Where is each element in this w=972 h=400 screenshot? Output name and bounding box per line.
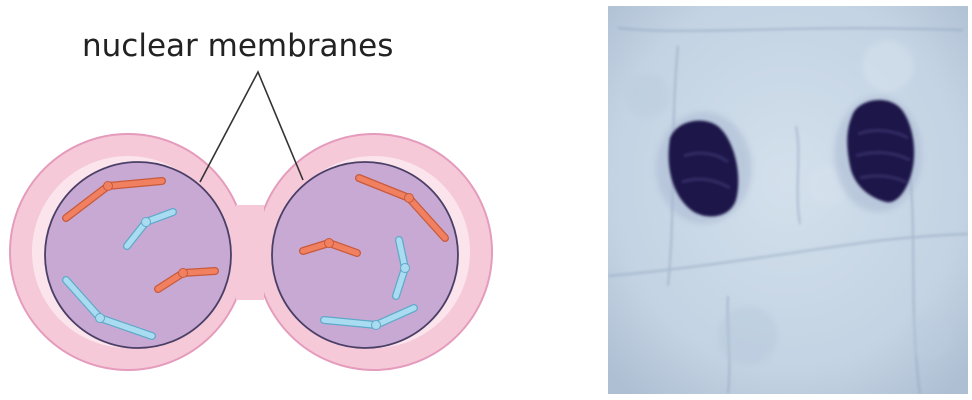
- daughter-nucleus-right: [847, 99, 915, 203]
- chromosome-red: [62, 177, 166, 222]
- chromosome-red: [154, 267, 219, 293]
- chromosome-blue: [392, 236, 410, 300]
- telophase-cell-diagram: nuclear membranes: [9, 28, 493, 371]
- chromosome-blue: [320, 304, 418, 330]
- chromosome-red: [299, 238, 361, 257]
- daughter-nucleus-left: [668, 120, 739, 217]
- label-leader-lines: [199, 70, 304, 183]
- chromosome-red: [355, 174, 449, 242]
- left-nucleus: [44, 161, 232, 349]
- chromosome-blue: [123, 208, 177, 250]
- chromosome-blue: [62, 276, 156, 340]
- left-nucleus-chromosomes: [62, 177, 219, 340]
- right-nucleus: [271, 161, 459, 349]
- nuclear-membranes-label: nuclear membranes: [82, 28, 393, 64]
- micrograph-photo: [608, 6, 968, 394]
- right-nucleus-chromosomes: [299, 174, 449, 330]
- stain-texture: [626, 40, 952, 366]
